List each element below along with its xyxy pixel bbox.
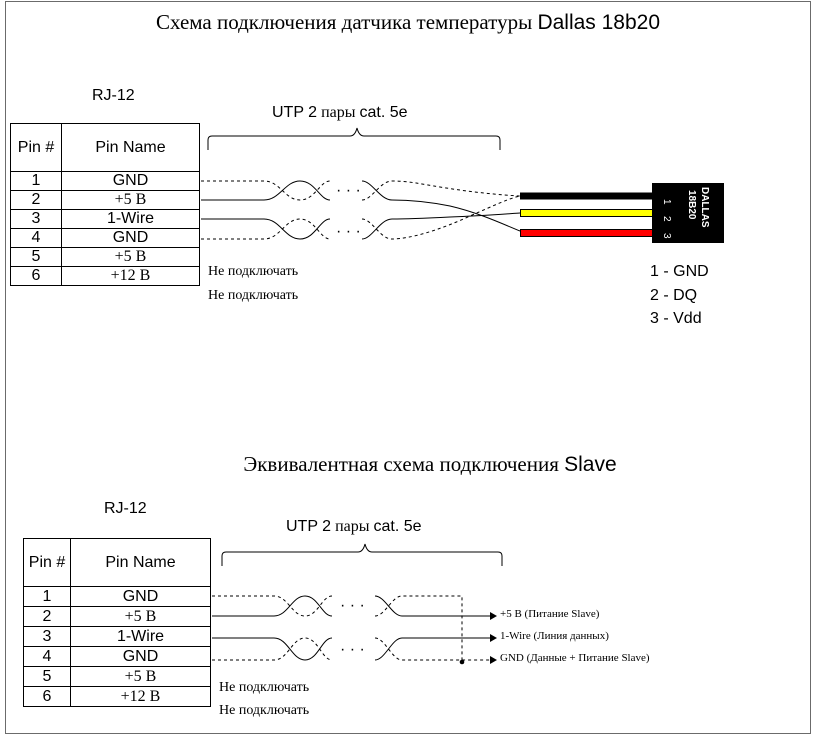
junction-dot <box>459 659 465 665</box>
bottom-cable-label: UTP 2 пары cat. 5e <box>286 518 422 536</box>
top-ellipsis-1: · · · <box>336 182 361 199</box>
wire-pin1-end <box>361 180 521 201</box>
sensor-text-1: DALLAS <box>699 187 710 228</box>
sensor-pin1-label: 1 <box>661 199 672 205</box>
table-cell-name: 1-Wire <box>70 626 211 647</box>
table-cell-pin: 6 <box>23 686 71 707</box>
wire-pin1 <box>201 180 331 201</box>
sensor-text-2: 18B20 <box>686 190 697 220</box>
table-cell-pin: 4 <box>23 646 71 667</box>
table-cell-pin: 1 <box>23 586 71 607</box>
top-title-model: Dallas 18b20 <box>537 11 661 34</box>
bottom-note-pin5: Не подключать <box>219 680 310 695</box>
bottom-note-pin6: Не подключать <box>219 703 310 718</box>
bottom-ellipsis-1: · · · <box>340 597 365 614</box>
table-cell-name: GND <box>70 646 211 667</box>
arrow-head-1 <box>490 612 497 620</box>
top-cable-ru: пары <box>321 104 356 121</box>
bottom-cable-ru: пары <box>335 518 370 535</box>
wire-pin2-end <box>361 180 521 232</box>
b-wire-pin3-end <box>374 637 490 661</box>
table-cell-name: +12 В <box>61 266 200 286</box>
bottom-col-name: Pin Name <box>70 538 211 587</box>
output-label-gnd: GND (Данные + Питание Slave) <box>500 652 650 664</box>
output-label-data: 1-Wire (Линия данных) <box>500 630 609 642</box>
bottom-title-model: Slave <box>564 453 617 476</box>
b-wire-pin4 <box>212 637 333 661</box>
b-wire-pin1 <box>212 595 333 617</box>
top-legend-1: 1 - GND <box>650 263 709 280</box>
table-cell-name: +5 В <box>61 247 200 267</box>
table-cell-name: GND <box>61 228 200 248</box>
bottom-title: Эквивалентная схема подключения Slave <box>0 452 816 477</box>
top-title: Схема подключения датчика температуры Da… <box>0 10 816 35</box>
top-note-pin6: Не подключать <box>208 288 299 303</box>
bottom-cable-prefix: UTP 2 <box>286 518 332 535</box>
top-cable-prefix: UTP 2 <box>272 104 318 121</box>
bottom-title-text: Эквивалентная схема подключения <box>243 452 559 476</box>
arrow-head-2 <box>490 634 497 642</box>
bottom-connector-label: RJ-12 <box>104 500 147 517</box>
table-cell-name: +12 В <box>70 686 211 707</box>
top-legend-3: 3 - Vdd <box>650 310 702 327</box>
wire-pin3 <box>201 218 331 240</box>
sensor-pin2-label: 2 <box>661 216 672 222</box>
wire-pin3-end <box>361 212 521 240</box>
wire-pin2 <box>201 180 331 201</box>
table-cell-name: GND <box>70 586 211 607</box>
top-legend-2: 2 - DQ <box>650 287 698 304</box>
b-wire-pin2 <box>212 595 333 617</box>
table-cell-pin: 3 <box>23 626 71 647</box>
bottom-ellipsis-2: · · · <box>340 641 365 658</box>
top-title-text: Схема подключения датчика температуры <box>155 10 533 34</box>
wire-pin4-end <box>361 195 521 240</box>
top-ellipsis-2: · · · <box>336 223 361 240</box>
sensor-body <box>652 183 724 243</box>
top-connector-label: RJ-12 <box>92 87 135 104</box>
top-cable-label: UTP 2 пары cat. 5e <box>272 104 408 122</box>
table-cell-pin: 5 <box>23 666 71 687</box>
table-cell-name: +5 В <box>70 606 211 627</box>
bottom-col-pin: Pin # <box>23 538 71 587</box>
top-note-pin5: Не подключать <box>208 264 299 279</box>
sensor-pin3-label: 3 <box>661 233 672 239</box>
wire-pin4 <box>201 218 331 240</box>
diagram-frame <box>5 1 811 734</box>
table-cell-name: +5 В <box>70 666 211 687</box>
top-cable-suffix: cat. 5e <box>359 104 408 121</box>
b-wire-pin4-end <box>374 637 490 661</box>
b-wire-pin2-end <box>374 595 490 617</box>
b-wire-pin3 <box>212 637 333 661</box>
top-cable-brace <box>207 127 501 150</box>
output-label-power: +5 В (Питание Slave) <box>500 608 600 620</box>
bottom-cable-suffix: cat. 5e <box>373 518 422 535</box>
bottom-cable-brace <box>221 543 503 566</box>
table-cell-pin: 2 <box>23 606 71 627</box>
arrow-head-3 <box>490 656 497 664</box>
top-col-name: Pin Name <box>61 123 200 172</box>
